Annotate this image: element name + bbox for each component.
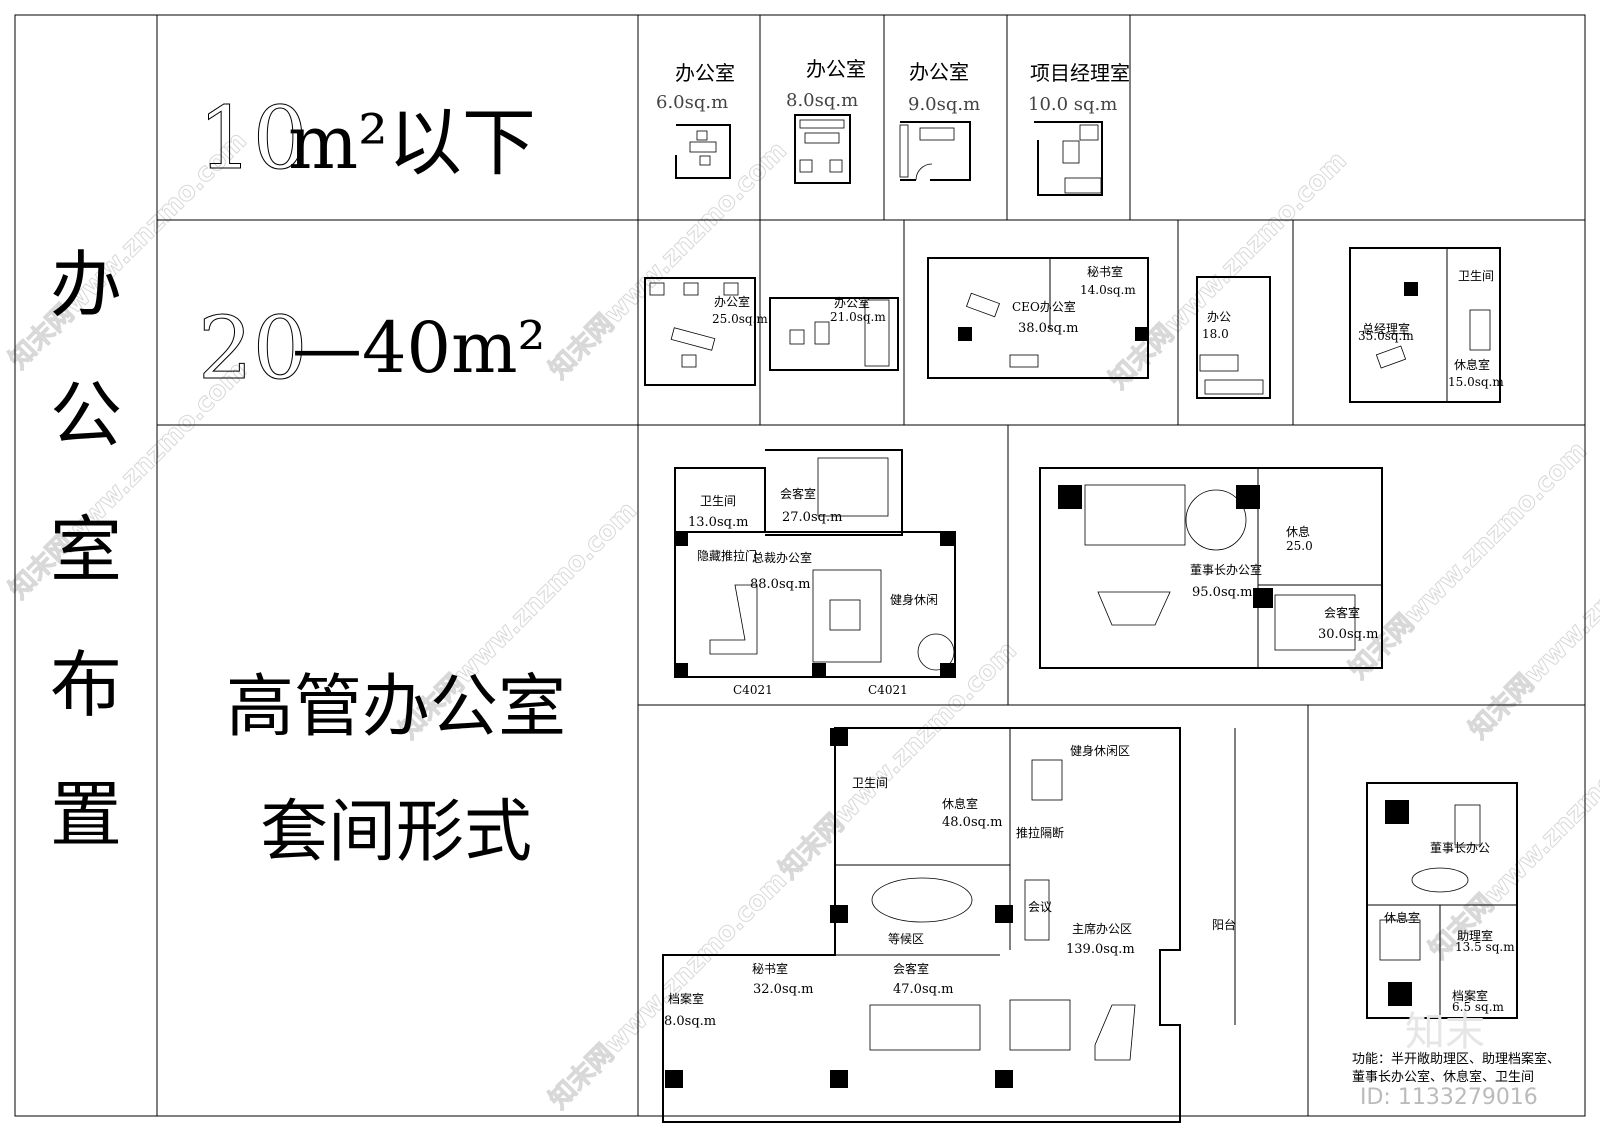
category-medium: 20 —40m² (198, 299, 546, 400)
assistant-area: 13.5 sq.m (1455, 940, 1515, 954)
watermark: 知末网www.znzmo.com (1104, 146, 1353, 395)
id-text: ID: 1133279016 (1360, 1085, 1538, 1110)
room-area: 9.0sq.m (908, 94, 980, 115)
rest-area: 48.0sq.m (942, 815, 1002, 830)
function-note-line1: 功能：半开敞助理区、助理档案室、 (1352, 1051, 1560, 1067)
room-area: 6.0sq.m (656, 92, 728, 113)
main-area: 95.0sq.m (1192, 585, 1252, 600)
guest-area: 47.0sq.m (893, 982, 953, 997)
room-name: 项目经理室 (1030, 61, 1130, 85)
window-tag: C4021 (733, 683, 773, 697)
wc-name: 卫生间 (1458, 269, 1494, 283)
guest-name: 会客室 (1324, 605, 1360, 620)
room-area: 8.0sq.m (786, 90, 858, 111)
secretary-area: 14.0sq.m (1080, 283, 1136, 297)
guest-area: 30.0sq.m (1318, 627, 1378, 642)
rest-name: 休息室 (942, 796, 978, 811)
room-name: 办公 (1207, 309, 1231, 324)
small-room-2: 办公室 8.0sq.m (786, 57, 866, 184)
secretary-name: 秘书室 (1087, 264, 1123, 279)
archive-area: 6.5 sq.m (1452, 1000, 1505, 1014)
fitness: 健身休闲 (890, 592, 938, 607)
watermark: 知末网www.znzmo.com (774, 636, 1023, 885)
function-note-line2: 董事长办公室、休息室、卫生间 (1352, 1069, 1534, 1085)
rest-name: 休息 (1286, 524, 1310, 539)
category-suffix: —40m² (292, 307, 546, 389)
hidden-door: 隐藏推拉门 (697, 548, 757, 563)
category-line2: 套间形式 (260, 793, 532, 872)
window-tag: C4021 (868, 683, 908, 697)
title-char: 置 (50, 773, 122, 857)
medium-room-3: CEO办公室 38.0sq.m 秘书室 14.0sq.m (927, 257, 1149, 379)
category-prefix: 10 (198, 89, 307, 189)
title-char: 公 (50, 373, 122, 457)
main-name: 董事长办公室 (1190, 562, 1262, 577)
guest-name: 会客室 (780, 486, 816, 501)
room-name: 办公室 (714, 294, 750, 309)
room-name: 办公室 (909, 60, 969, 84)
rest-area: 25.0 (1286, 539, 1313, 553)
title-char: 办 (50, 243, 122, 327)
room-name: 办公室 (806, 57, 866, 81)
side-plan: 董事长办公 休息室 助理室 13.5 sq.m 档案室 6.5 sq.m 功能：… (1352, 782, 1560, 1085)
main-name: 总裁办公室 (752, 550, 812, 565)
room-area: 21.0sq.m (830, 310, 886, 324)
room-name: CEO办公室 (1012, 299, 1076, 314)
wc-name: 卫生间 (700, 494, 736, 508)
brand-logo-text: 知末 (1405, 1009, 1485, 1055)
guest-name: 会客室 (893, 961, 929, 976)
main-name: 主席办公区 (1072, 921, 1132, 936)
small-room-4: 项目经理室 10.0 sq.m (1028, 61, 1130, 196)
title-char: 布 (50, 643, 122, 727)
balcony: 阳台 (1212, 917, 1236, 932)
president-suite-plan: 卫生间 13.0sq.m 会客室 27.0sq.m 隐藏推拉门 总裁办公室 88… (674, 449, 956, 697)
room-area: 18.0 (1202, 327, 1229, 341)
rest-name: 休息室 (1384, 910, 1420, 925)
fitness: 健身休闲区 (1070, 743, 1130, 758)
guest-area: 27.0sq.m (782, 510, 842, 525)
rest-name: 休息室 (1454, 357, 1490, 372)
small-room-1: 办公室 6.0sq.m (656, 61, 735, 179)
frame-grid (14, 14, 1586, 1117)
office-name: 董事长办公 (1430, 840, 1490, 855)
secretary-area: 32.0sq.m (753, 982, 813, 997)
archive-name: 档案室 (1452, 988, 1488, 1003)
sliding: 推拉隔断 (1016, 825, 1064, 840)
medium-room-5: 总经理室 35.0sq.m 休息室 15.0sq.m 卫生间 (1349, 247, 1504, 403)
waiting: 等候区 (888, 932, 924, 946)
watermark-layer: 知末网www.znzmo.com 知末网www.znzmo.com 知末网www… (3, 125, 1600, 1115)
rest-area: 15.0sq.m (1448, 375, 1504, 389)
sheet-title: 办 公 室 布 置 (50, 243, 122, 857)
room-name: 总经理室 (1362, 321, 1410, 336)
wc-area: 13.0sq.m (688, 515, 748, 530)
room-area: 35.0sq.m (1358, 329, 1414, 343)
category-small: 10 m²以下 (198, 89, 536, 190)
category-line1: 高管办公室 (226, 668, 566, 747)
archive-area: 8.0sq.m (664, 1014, 716, 1029)
medium-room-1: 办公室 25.0sq.m (644, 277, 768, 386)
room-area: 38.0sq.m (1018, 321, 1078, 336)
medium-room-4: 办公 18.0 (1196, 276, 1271, 399)
room-area: 10.0 sq.m (1028, 94, 1117, 115)
chief-suite-plan: 卫生间 休息室 48.0sq.m 健身休闲区 推拉隔断 会议 主席办公区 139… (662, 727, 1236, 1123)
archive-name: 档案室 (668, 991, 704, 1006)
room-name: 办公室 (675, 61, 735, 85)
assistant-name: 助理室 (1457, 928, 1493, 943)
title-char: 室 (50, 508, 122, 592)
category-prefix: 20 (198, 299, 307, 399)
meeting: 会议 (1028, 900, 1052, 914)
small-room-3: 办公室 9.0sq.m (899, 60, 980, 181)
medium-room-2: 办公室 21.0sq.m (769, 295, 899, 371)
main-area: 88.0sq.m (750, 577, 810, 592)
wc-name: 卫生间 (852, 776, 888, 790)
secretary-name: 秘书室 (752, 961, 788, 976)
room-area: 25.0sq.m (712, 312, 768, 326)
category-suite: 高管办公室 套间形式 (226, 668, 566, 872)
category-suffix: m²以下 (288, 100, 536, 186)
chairman-suite-plan: 董事长办公室 95.0sq.m 会客室 30.0sq.m 休息 25.0 (1039, 467, 1383, 669)
room-name: 办公室 (834, 295, 870, 310)
main-area: 139.0sq.m (1066, 942, 1135, 957)
